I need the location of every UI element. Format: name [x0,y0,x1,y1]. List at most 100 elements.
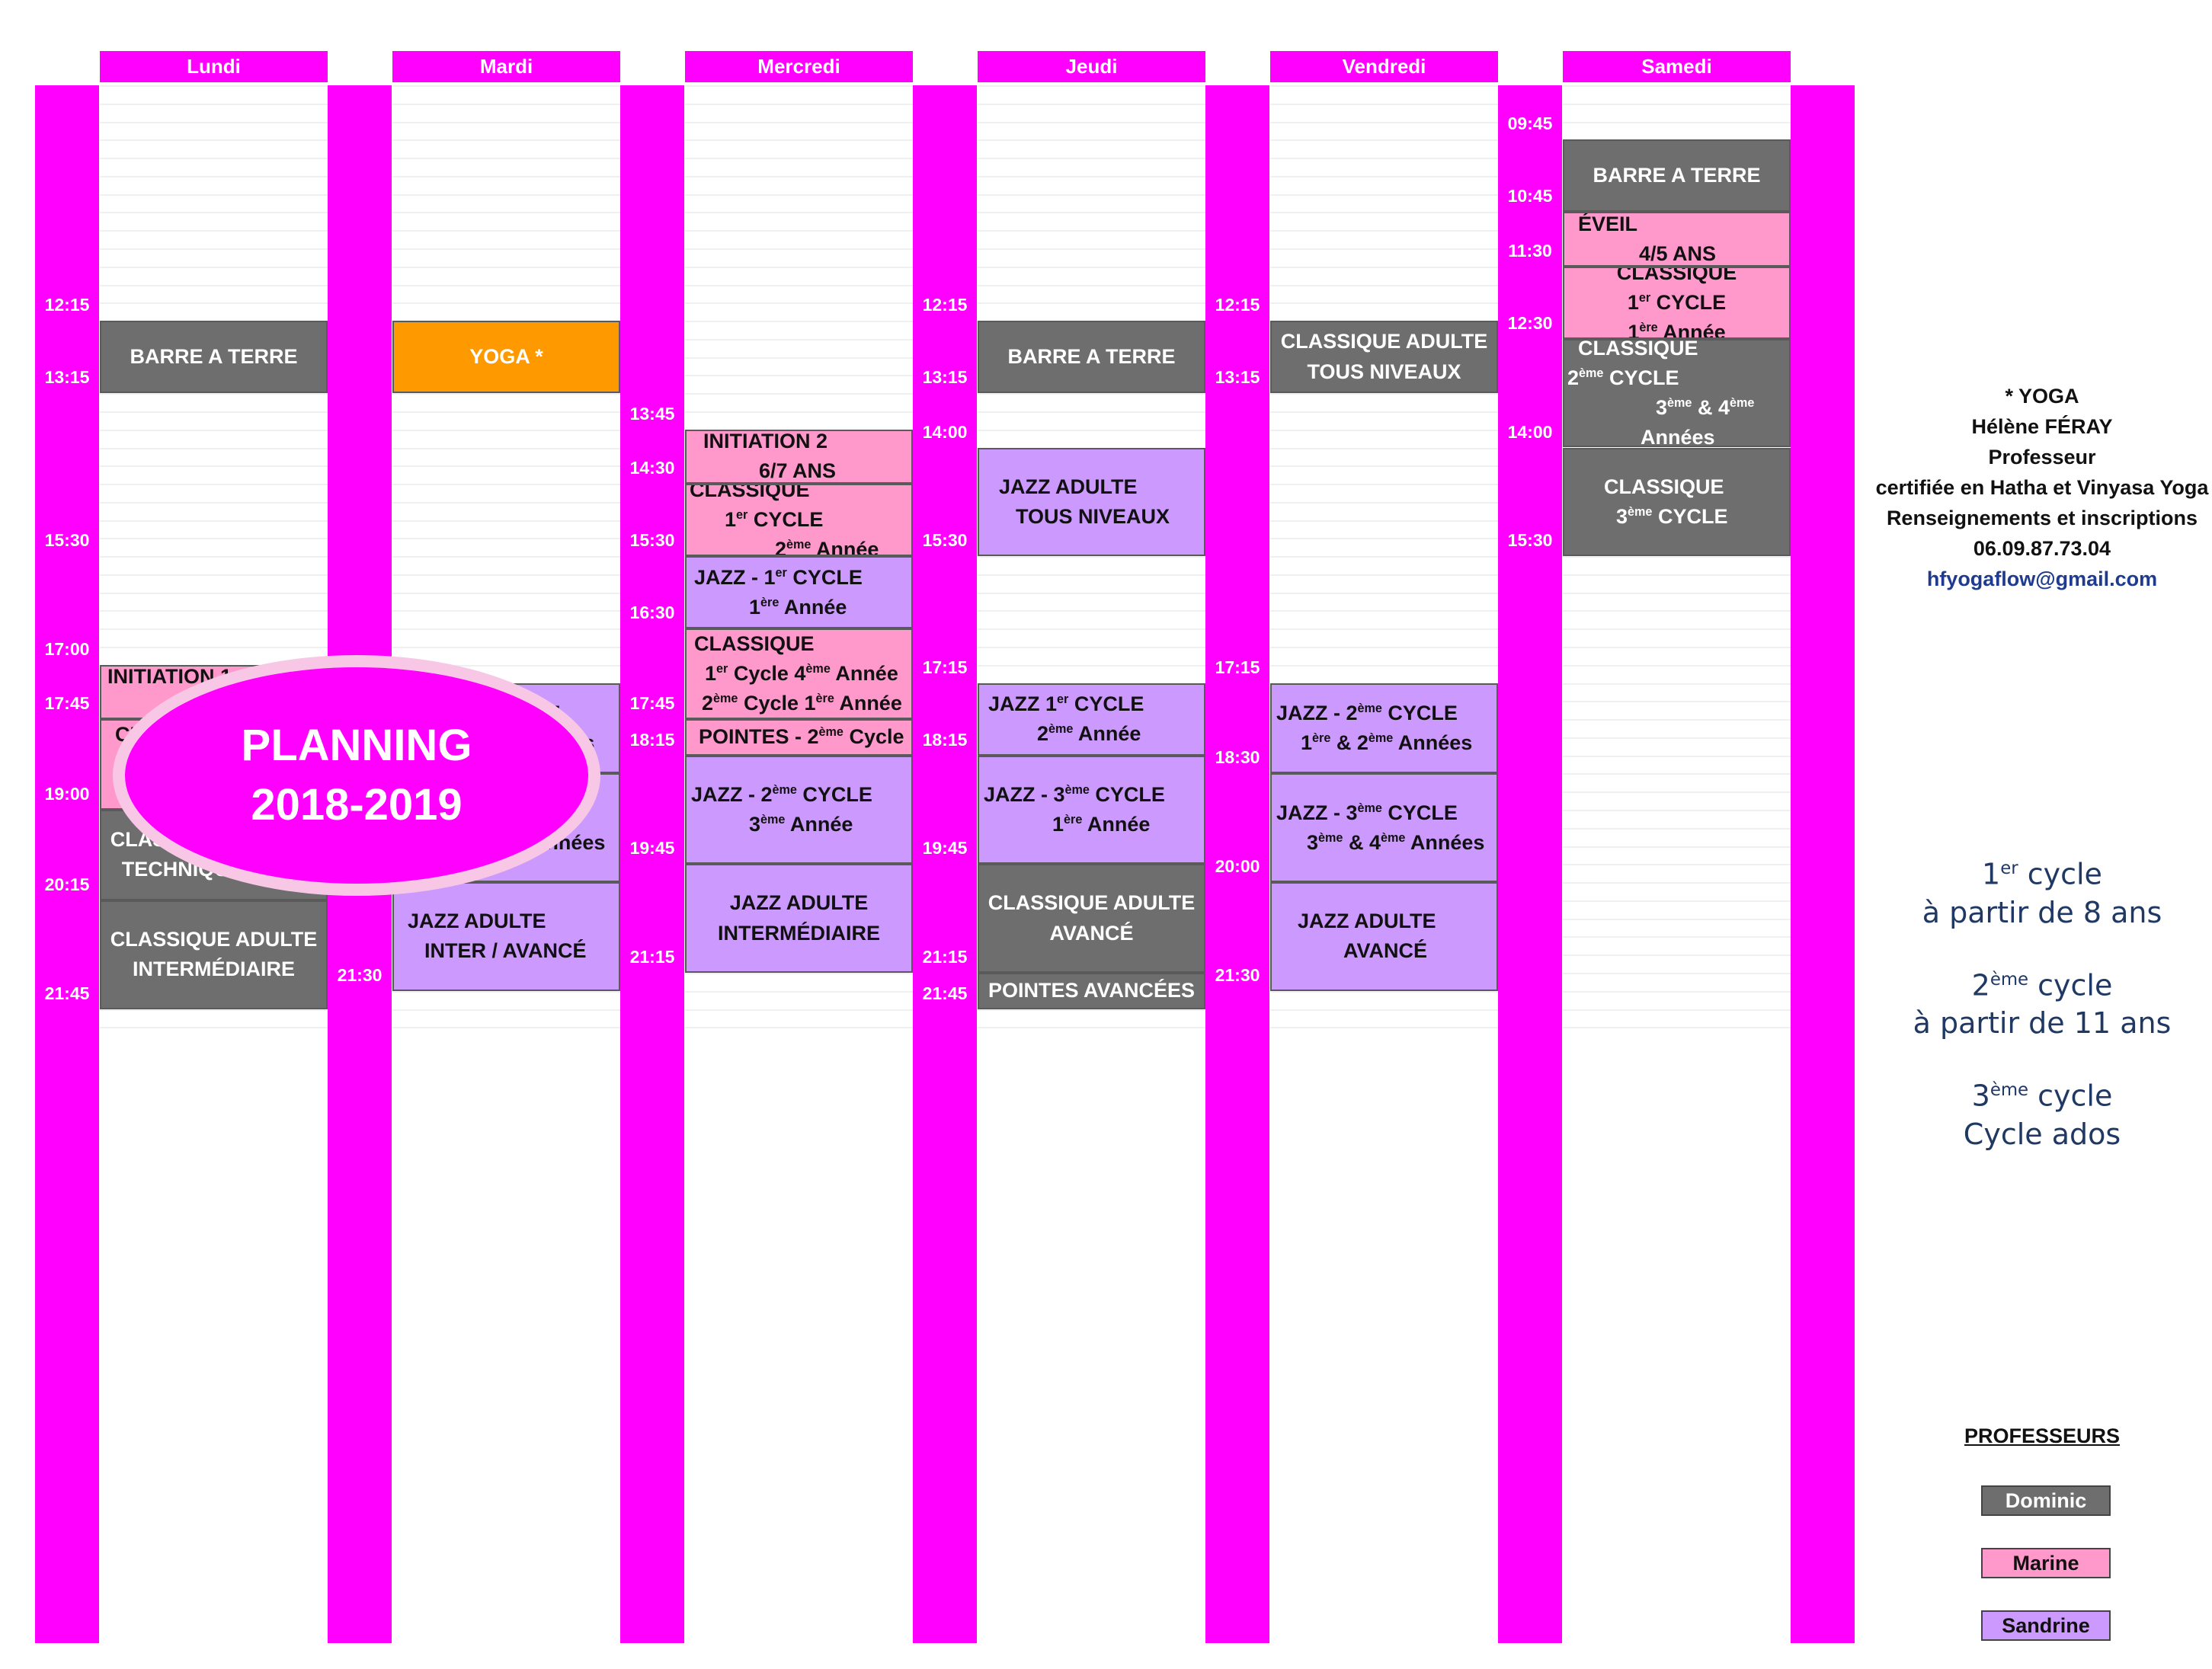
class-line: JAZZ ADULTE [729,891,869,915]
grid-line [1270,990,1498,993]
grid-line [1270,266,1498,268]
class-block[interactable]: YOGA * [392,321,620,394]
class-line: 4/5 ANS [1639,242,1717,266]
grid-line [100,556,328,558]
grid-line [1270,393,1498,395]
grid-line [1270,574,1498,576]
time-label: 17:15 [922,657,968,677]
time-label: 12:15 [44,295,90,315]
grid-line [1270,592,1498,594]
grid-line [1563,1027,1791,1029]
time-label: 19:45 [922,838,968,858]
grid-line [392,139,620,142]
grid-line [1563,900,1791,902]
grid-line [1270,429,1498,431]
grid-line [100,230,328,232]
class-line: 1er CYCLE [725,508,824,532]
grid-line [100,175,328,177]
grid-line [1563,972,1791,974]
class-line: JAZZ 1er CYCLE [988,692,1144,715]
grid-line [978,592,1205,594]
grid-line [978,411,1205,413]
grid-line [1563,628,1791,631]
day-header-jeudi: Jeudi [978,51,1205,82]
class-block[interactable]: POINTES AVANCÉES [978,972,1205,1009]
time-rail-5 [1498,85,1562,1643]
grid-line [392,266,620,268]
grid-line [100,1027,328,1029]
class-block[interactable]: BARRE A TERRE [100,321,328,394]
grid-line [685,338,913,341]
planning-title-oval: PLANNING 2018-2019 [113,655,600,896]
grid-line [978,212,1205,214]
grid-line [392,175,620,177]
grid-line [1270,284,1498,286]
class-line: INTER / AVANCÉ [424,939,587,963]
class-line: POINTES - 2ème Cycle [699,725,904,749]
class-line: 1er Cycle 4ème Année [705,662,898,686]
class-line: 3ème CYCLE [1616,504,1728,528]
class-block[interactable]: POINTES - 2ème Cycle [685,719,913,756]
class-line: YOGA * [469,345,543,369]
grid-line [685,103,913,105]
grid-line [100,574,328,576]
grid-line [978,266,1205,268]
time-rail-3 [913,85,977,1643]
grid-line [1270,248,1498,250]
class-line: AVANCÉ [1049,921,1134,945]
time-label: 10:45 [1507,186,1553,206]
grid-line [1270,664,1498,667]
grid-line [978,393,1205,395]
class-line: JAZZ ADULTE [1298,910,1436,933]
class-line: INITIATION 2 [703,430,828,453]
class-block[interactable]: BARRE A TERRE [1563,139,1791,213]
class-line: CLASSIQUE [690,484,810,501]
day-header-mardi: Mardi [392,51,620,82]
time-label: 16:30 [629,603,675,623]
time-label: 21:15 [922,946,968,967]
grid-line [978,158,1205,160]
grid-line [1270,647,1498,649]
cycle-name: 1er cycle [1982,857,2102,891]
class-line: CLASSIQUE ADULTE [110,928,318,951]
grid-line [978,193,1205,196]
grid-line [392,230,620,232]
grid-line [978,302,1205,305]
time-label: 15:30 [629,530,675,551]
time-label: 21:45 [922,983,968,1003]
class-line: 2ème CYCLE [1567,366,1679,390]
grid-line [100,248,328,250]
yoga-info: * YOGA Hélène FÉRAY Professeur certifiée… [1852,381,2212,594]
time-label: 12:30 [1507,312,1553,333]
time-rail-4 [1205,85,1269,1643]
grid-line [1563,737,1791,739]
grid-line [685,121,913,123]
grid-line [978,574,1205,576]
class-block[interactable]: BARRE A TERRE [978,321,1205,394]
grid-line [392,447,620,449]
yoga-email[interactable]: hfyogaflow@gmail.com [1926,568,2158,590]
grid-line [1563,121,1791,123]
